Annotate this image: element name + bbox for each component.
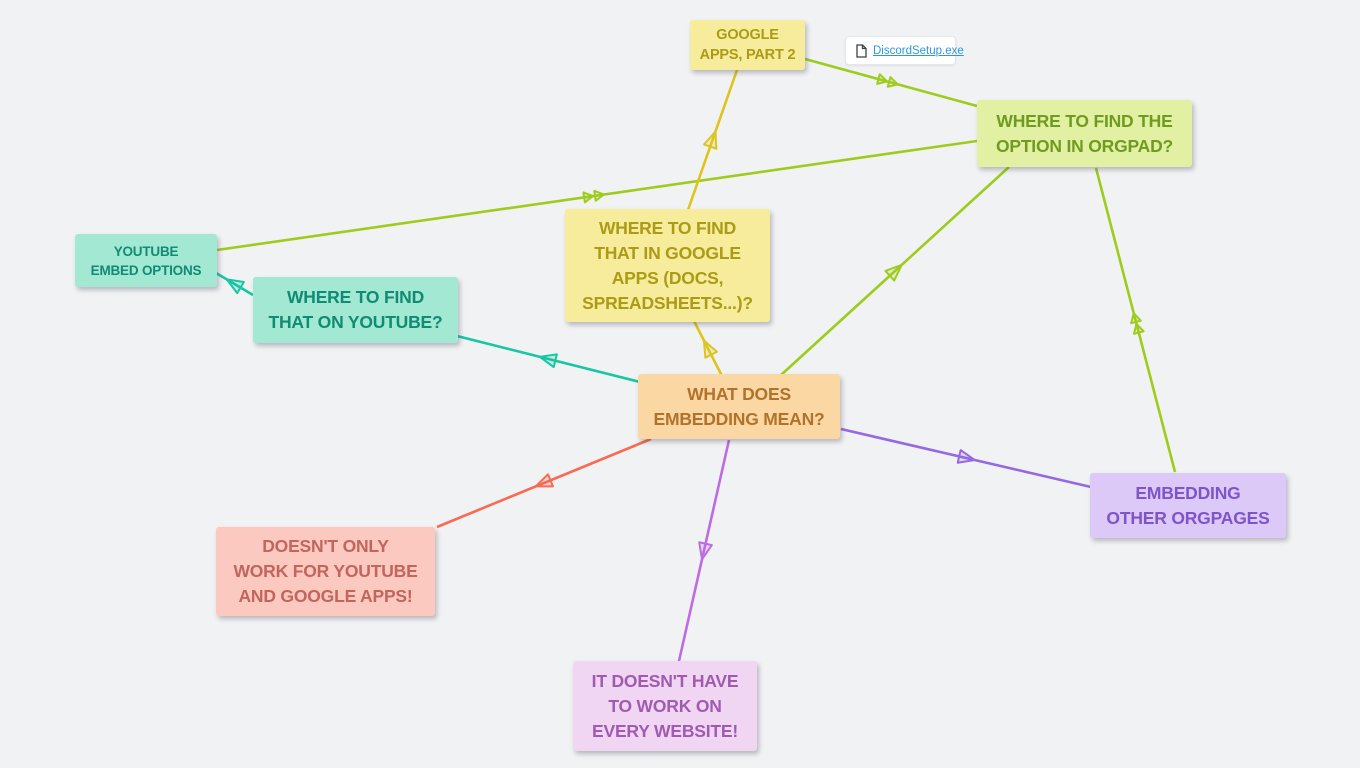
edge-youtube-embed-options--orgpad-option[interactable] (216, 139, 978, 252)
arrowhead-icon (225, 278, 245, 295)
arrowhead-icon (702, 339, 718, 359)
arrowhead-icon (538, 353, 558, 369)
node-google-apps-part2[interactable]: GOOGLE APPS, PART 2 (690, 20, 805, 70)
double-chevron-arrow-icon (1130, 312, 1145, 335)
node-google-apps-where[interactable]: WHERE TO FIND THAT IN GOOGLE APPS (DOCS,… (565, 209, 770, 322)
edge-what-does-embedding--orgpad-option[interactable] (780, 166, 1010, 376)
file-icon (856, 43, 867, 58)
edge-google-apps-part2--orgpad-option[interactable] (804, 57, 978, 108)
attachment-link[interactable]: DiscordSetup.exe (873, 44, 964, 57)
node-label: WHERE TO FIND THE OPTION IN ORGPAD? (995, 110, 1174, 156)
double-chevron-arrow-icon (582, 189, 605, 204)
attachment-card: DiscordSetup.exe (845, 36, 964, 65)
node-embedding-other-orgpages[interactable]: EMBEDDING OTHER ORGPAGES (1090, 473, 1286, 538)
edge-what-does-embedding--google-apps-where[interactable] (692, 320, 724, 377)
arrowhead-icon (534, 473, 554, 488)
node-label: IT DOESN'T HAVE TO WORK ON EVERY WEBSITE… (591, 670, 739, 741)
edge-google-apps-where--google-apps-part2[interactable] (686, 69, 739, 211)
arrowhead-icon (703, 130, 718, 150)
edge-youtube-where--youtube-embed-options[interactable] (215, 271, 254, 297)
node-doesnt-only-work[interactable]: DOESN'T ONLY WORK FOR YOUTUBE AND GOOGLE… (216, 527, 435, 616)
edge-what-does-embedding--youtube-where[interactable] (456, 334, 641, 384)
node-label: DOESN'T ONLY WORK FOR YOUTUBE AND GOOGLE… (233, 536, 418, 606)
node-youtube-embed-options[interactable]: YOUTUBE EMBED OPTIONS (75, 234, 217, 287)
node-what-does-embedding[interactable]: WHAT DOES EMBEDDING MEAN? (638, 374, 840, 439)
arrowhead-icon (884, 263, 903, 282)
node-label: EMBEDDING OTHER ORGPAGES (1106, 482, 1270, 528)
node-label: WHAT DOES EMBEDDING MEAN? (653, 383, 825, 429)
node-label: WHERE TO FIND THAT ON YOUTUBE? (268, 287, 443, 332)
arrowhead-icon (956, 449, 976, 464)
node-label: GOOGLE APPS, PART 2 (699, 27, 796, 63)
edge-what-does-embedding--embedding-other-orgpages[interactable] (840, 427, 1092, 489)
node-youtube-where[interactable]: WHERE TO FIND THAT ON YOUTUBE? (253, 277, 458, 343)
edge-what-does-embedding--doesnt-only-work[interactable] (436, 437, 652, 529)
double-chevron-arrow-icon (876, 73, 899, 88)
node-every-website[interactable]: IT DOESN'T HAVE TO WORK ON EVERY WEBSITE… (573, 661, 757, 751)
node-label: WHERE TO FIND THAT IN GOOGLE APPS (DOCS,… (582, 217, 753, 313)
node-label: YOUTUBE EMBED OPTIONS (90, 243, 202, 278)
node-orgpad-option[interactable]: WHERE TO FIND THE OPTION IN ORGPAD? (977, 100, 1192, 167)
arrowhead-icon (698, 541, 713, 561)
edge-embedding-other-orgpages--orgpad-option[interactable] (1094, 167, 1177, 473)
edge-what-does-embedding--every-website[interactable] (677, 439, 731, 662)
